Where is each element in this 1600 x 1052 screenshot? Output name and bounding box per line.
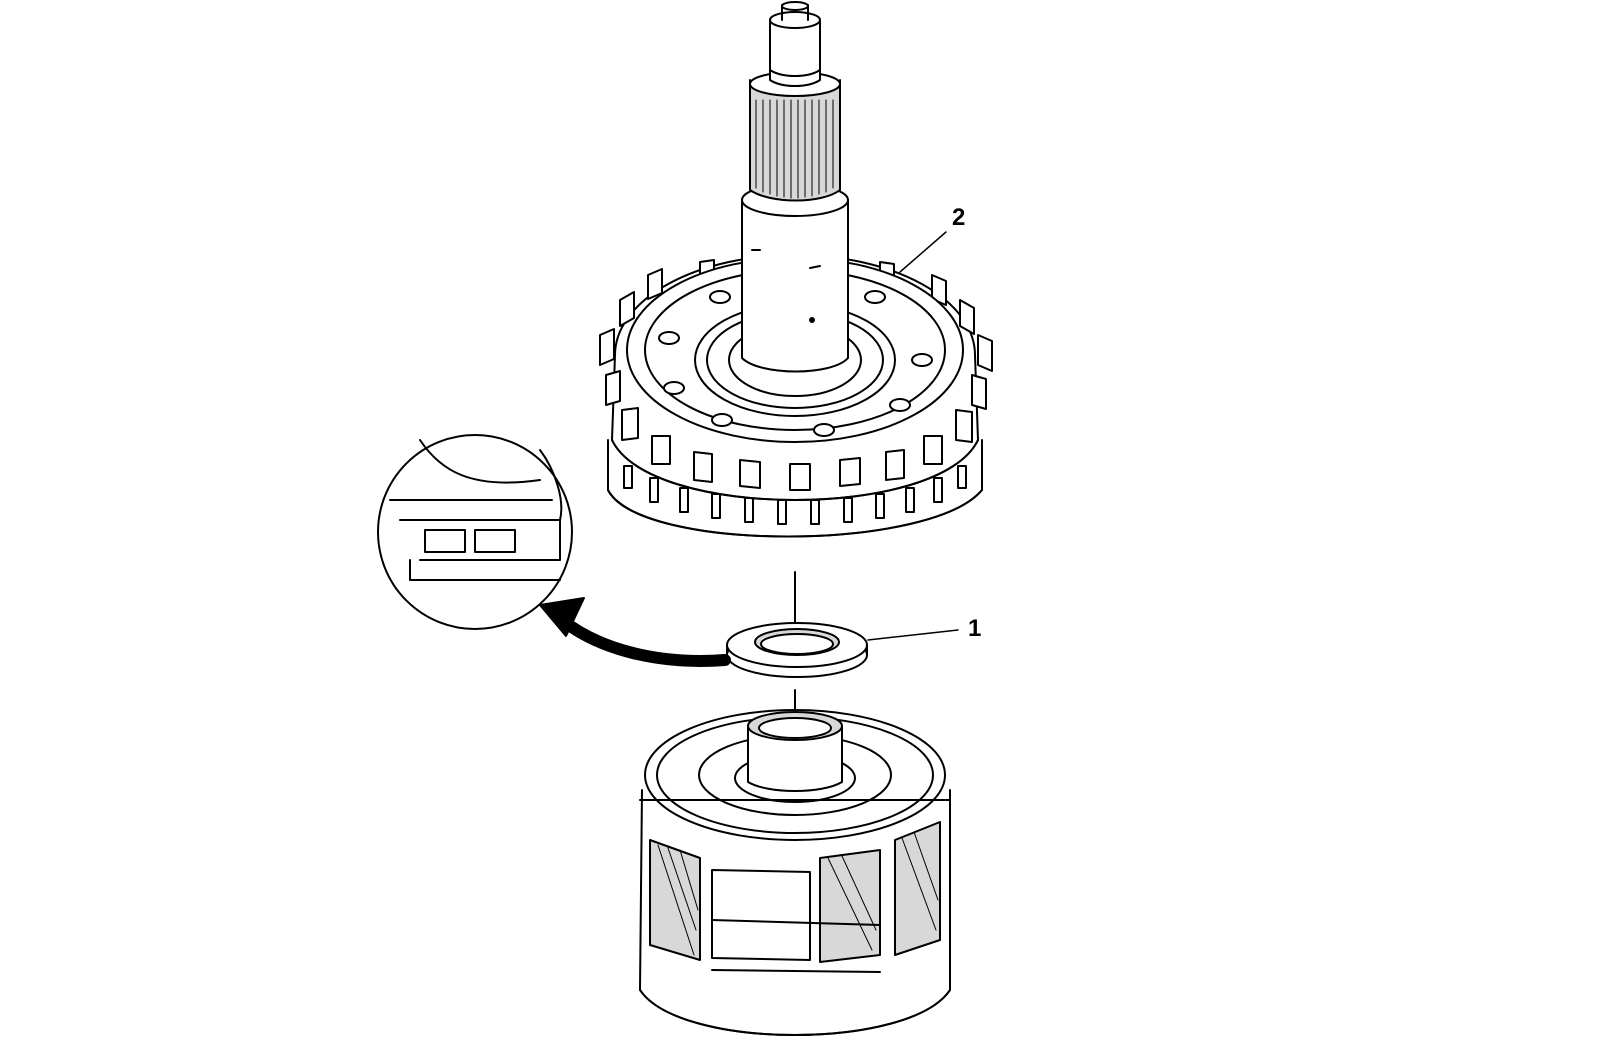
planet-gears bbox=[649, 821, 941, 963]
detail-arrowhead bbox=[539, 597, 585, 637]
leader-line-2 bbox=[899, 231, 947, 273]
shaft-spline-lines bbox=[755, 99, 834, 199]
drum-holes bbox=[658, 290, 933, 437]
drum-splines bbox=[599, 259, 993, 491]
planetary-carrier-assembly bbox=[639, 709, 951, 1036]
callout-1: 1 bbox=[968, 615, 982, 642]
leader-line-1 bbox=[867, 629, 959, 641]
thrust-bearing bbox=[726, 622, 868, 678]
detail-arrow bbox=[556, 614, 731, 667]
input-shaft-drum-assembly bbox=[599, 1, 993, 538]
detail-view-bearing-section bbox=[377, 434, 573, 630]
callout-2: 2 bbox=[952, 204, 966, 231]
